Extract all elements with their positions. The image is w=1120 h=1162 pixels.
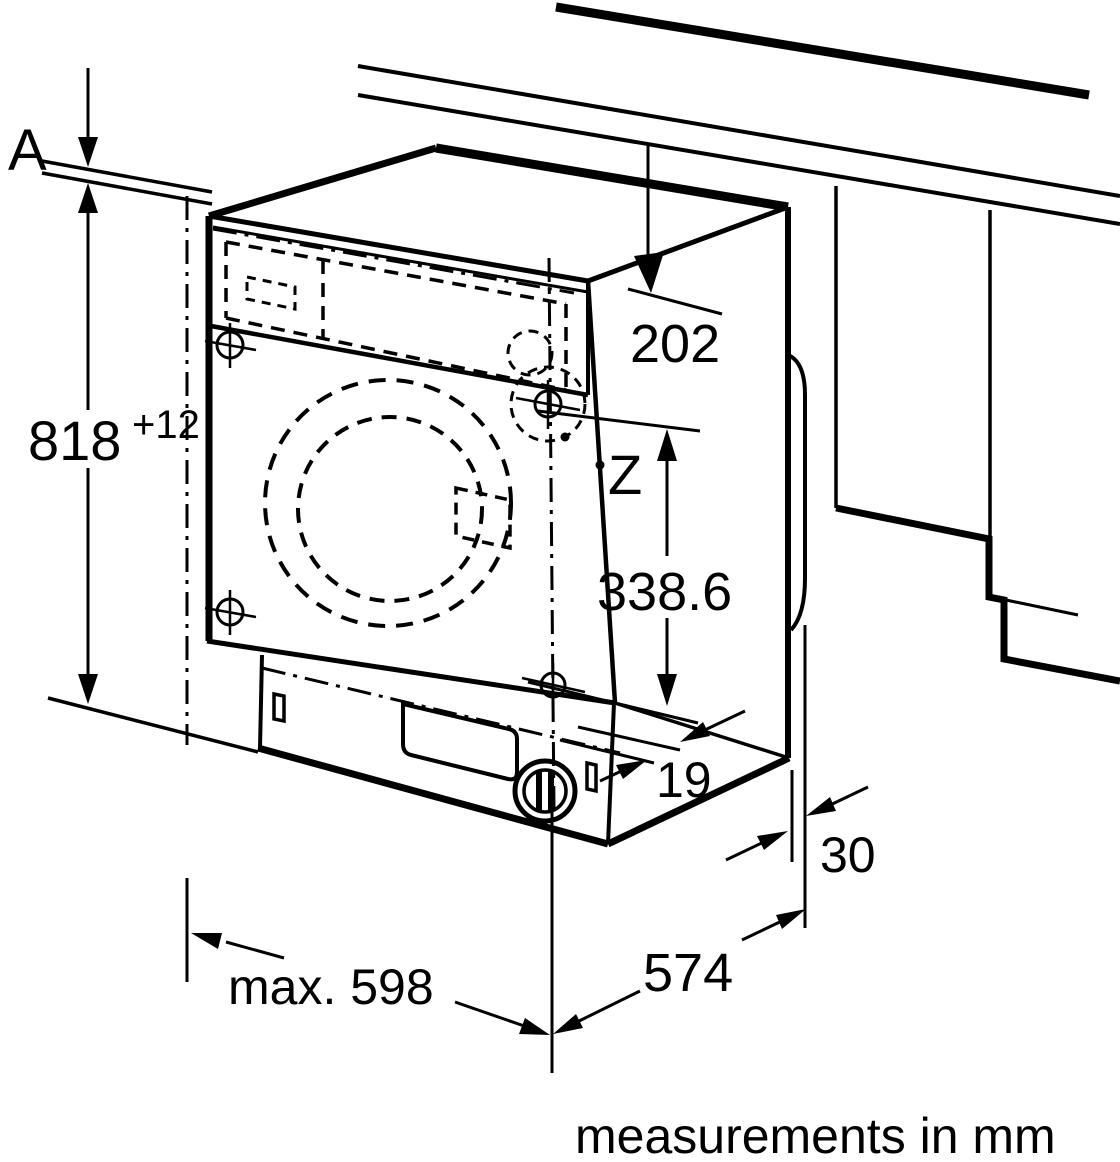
door-outer-circle xyxy=(263,378,513,628)
dim-19-line-lower xyxy=(559,738,655,765)
detail-z: Z xyxy=(595,443,642,506)
plinth-bottom-edge xyxy=(257,744,609,848)
panel-hidden-bottom xyxy=(225,316,567,392)
dim-818-arrow-up xyxy=(78,183,98,213)
plinth-slot-right xyxy=(585,760,598,794)
door-inner-circle xyxy=(296,415,484,603)
panel-top-line xyxy=(212,225,589,294)
dim-818-arrow-down xyxy=(78,674,98,704)
dim-19-arrow-lower xyxy=(616,760,647,779)
plinth-slot-left xyxy=(272,691,286,724)
dim-30-arrow-left xyxy=(757,831,788,850)
door-circle xyxy=(263,378,513,628)
detail-label-z: Z xyxy=(608,443,642,506)
niche-top-line-1 xyxy=(41,159,213,194)
dim-574-shaft-left xyxy=(572,989,641,1026)
program-dial xyxy=(506,329,554,377)
top-front-edge xyxy=(208,213,589,284)
screw-top-left xyxy=(204,323,257,368)
dim-top-clearance: 202 xyxy=(630,314,720,374)
floor-line xyxy=(47,696,259,754)
dim-574-arrow-left xyxy=(553,1014,583,1034)
panel-bottom-edge xyxy=(210,323,589,398)
dim-202-tick xyxy=(627,287,723,316)
dim-a-arrowhead xyxy=(78,137,98,167)
service-flap xyxy=(401,701,519,782)
front-right-edge xyxy=(585,280,618,704)
dim-598-arrow-left xyxy=(191,933,222,949)
dim-338-top-ref xyxy=(537,409,701,433)
appliance-centerline-dashdot xyxy=(547,257,556,811)
panel-hidden-top xyxy=(225,240,567,306)
dim-niche-height-tolerance: +12 xyxy=(132,403,200,447)
worktop-under-edge-1 xyxy=(357,64,1120,198)
dim-338-bottom-ref xyxy=(527,680,699,725)
appliance-body xyxy=(205,143,807,848)
dim-202-arrowhead xyxy=(634,252,664,293)
dimension-depth: 574 xyxy=(553,909,806,1034)
top-right-edge xyxy=(587,204,789,284)
control-panel xyxy=(210,225,590,398)
dim-label-a: A xyxy=(8,118,47,183)
dim-598-arrow-right xyxy=(519,1018,550,1035)
side-panel-floor-line xyxy=(1005,598,1079,617)
screw-bottom-left xyxy=(204,590,257,635)
dim-19-arrow-upper xyxy=(680,722,710,742)
dim-screw-height: 338.6 xyxy=(597,562,732,622)
plinth-left-edge xyxy=(258,654,264,749)
dimension-niche-height: 818 +12 xyxy=(28,183,200,704)
cabinet-side-panel xyxy=(834,186,1120,685)
display-window xyxy=(245,275,297,311)
dim-19-line-upper xyxy=(577,725,681,752)
door-handle-recess xyxy=(454,485,512,551)
niche-top-line-2 xyxy=(41,171,213,206)
dimension-top-clearance: 202 xyxy=(627,146,723,374)
dim-rear-gap: 30 xyxy=(820,827,876,883)
dim-30-shaft-right xyxy=(825,785,869,809)
top-rear-edge xyxy=(435,143,789,212)
detail-z-leader-dot xyxy=(595,460,605,470)
dim-338-arrow-down xyxy=(657,674,677,706)
dim-338-arrow-up xyxy=(657,429,677,461)
worktop-under-edge-2 xyxy=(357,93,1120,226)
plinth-details xyxy=(261,666,621,824)
detail-z-dot xyxy=(560,432,570,442)
side-panel-plinth-step xyxy=(835,504,1120,685)
worktop-top-edge xyxy=(555,2,1090,100)
dim-30-arrow-right xyxy=(806,797,836,816)
bottom-right-edge xyxy=(606,754,791,848)
plinth-right-edge xyxy=(606,702,616,845)
top-left-edge xyxy=(207,144,438,220)
dimension-plinth-recess: 19 xyxy=(559,709,746,808)
dim-574-shaft-right xyxy=(741,917,787,942)
dim-598-shaft-left xyxy=(225,940,285,960)
side-door-bulge xyxy=(787,353,807,632)
front-bottom-edge xyxy=(206,638,616,706)
dimension-rear-gap: 30 xyxy=(725,625,876,928)
worktop-lines xyxy=(41,2,1120,226)
dim-574-arrow-right xyxy=(776,909,806,929)
dim-max-width: max. 598 xyxy=(228,959,434,1015)
plinth-centerline xyxy=(261,666,621,755)
units-note: measurements in mm xyxy=(575,1108,1056,1162)
dimension-screw-height: 338.6 xyxy=(527,409,732,725)
dim-niche-height: 818 xyxy=(28,409,121,472)
screw-top-right-detail-z xyxy=(509,365,587,443)
filter-knob xyxy=(512,758,578,824)
screw-markers xyxy=(204,323,587,708)
dim-plinth-recess: 19 xyxy=(656,752,712,808)
dim-depth: 574 xyxy=(643,943,733,1003)
dimension-a: A xyxy=(8,68,98,183)
panel-centerline xyxy=(212,227,575,295)
dim-598-shaft-right xyxy=(454,1000,531,1030)
dimension-max-width: max. 598 xyxy=(185,878,550,1035)
